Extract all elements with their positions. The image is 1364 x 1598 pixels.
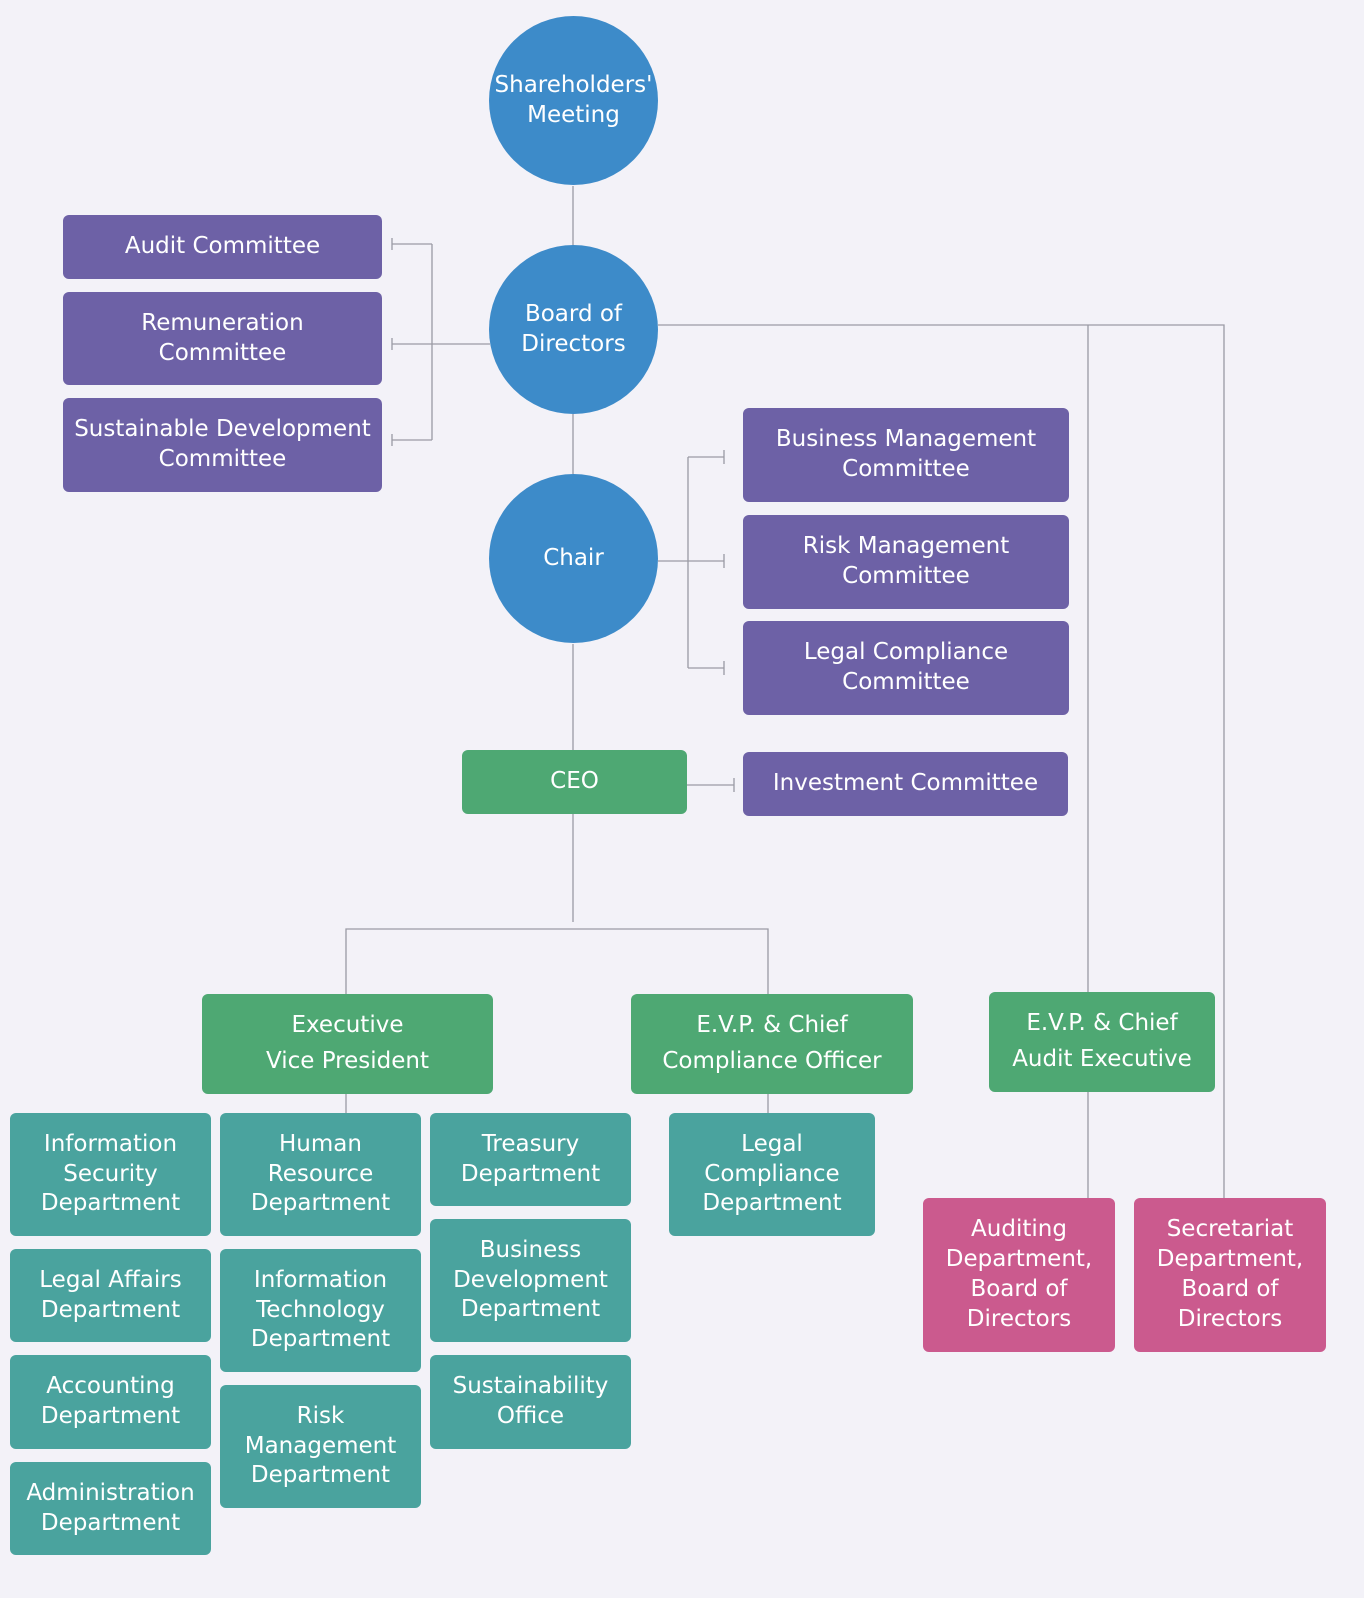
business-development-department-node: Business Development Department	[430, 1219, 631, 1342]
legal-compliance-department-node: Legal Compliance Department	[669, 1113, 875, 1236]
evp-chief-compliance-officer-node: E.V.P. & Chief Compliance Officer	[631, 994, 913, 1094]
connector-board-audit	[658, 324, 1225, 1198]
ceo-node: CEO	[462, 750, 687, 814]
sustainability-office-node: Sustainability Office	[430, 1355, 631, 1449]
remuneration-committee-node: Remuneration Committee	[63, 292, 382, 385]
secretariat-department-node: Secretariat Department, Board of Directo…	[1134, 1198, 1326, 1352]
connector-ceo-evps	[345, 928, 769, 994]
connector-ceo-investment	[687, 778, 735, 792]
information-technology-department-node: Information Technology Department	[220, 1249, 421, 1372]
human-resource-department-node: Human Resource Department	[220, 1113, 421, 1236]
treasury-department-node: Treasury Department	[430, 1113, 631, 1206]
audit-committee-node: Audit Committee	[63, 215, 382, 279]
board-of-directors-node: Board of Directors	[489, 245, 658, 414]
sustainable-development-committee-node: Sustainable Development Committee	[63, 398, 382, 492]
investment-committee-node: Investment Committee	[743, 752, 1068, 816]
evp-chief-audit-executive-node: E.V.P. & Chief Audit Executive	[989, 992, 1215, 1092]
chair-node: Chair	[489, 474, 658, 643]
connector-board-left-committees	[392, 243, 490, 441]
administration-department-node: Administration Department	[10, 1462, 211, 1555]
accounting-department-node: Accounting Department	[10, 1355, 211, 1449]
shareholders-meeting-node: Shareholders' Meeting	[489, 16, 658, 185]
auditing-department-node: Auditing Department, Board of Directors	[923, 1198, 1115, 1352]
business-management-committee-node: Business Management Committee	[743, 408, 1069, 502]
information-security-department-node: Information Security Department	[10, 1113, 211, 1236]
connector-chair-right-committees	[658, 456, 724, 669]
executive-vice-president-node: Executive Vice President	[202, 994, 493, 1094]
risk-management-department-node: Risk Management Department	[220, 1385, 421, 1508]
risk-management-committee-node: Risk Management Committee	[743, 515, 1069, 609]
legal-affairs-department-node: Legal Affairs Department	[10, 1249, 211, 1342]
legal-compliance-committee-node: Legal Compliance Committee	[743, 621, 1069, 715]
